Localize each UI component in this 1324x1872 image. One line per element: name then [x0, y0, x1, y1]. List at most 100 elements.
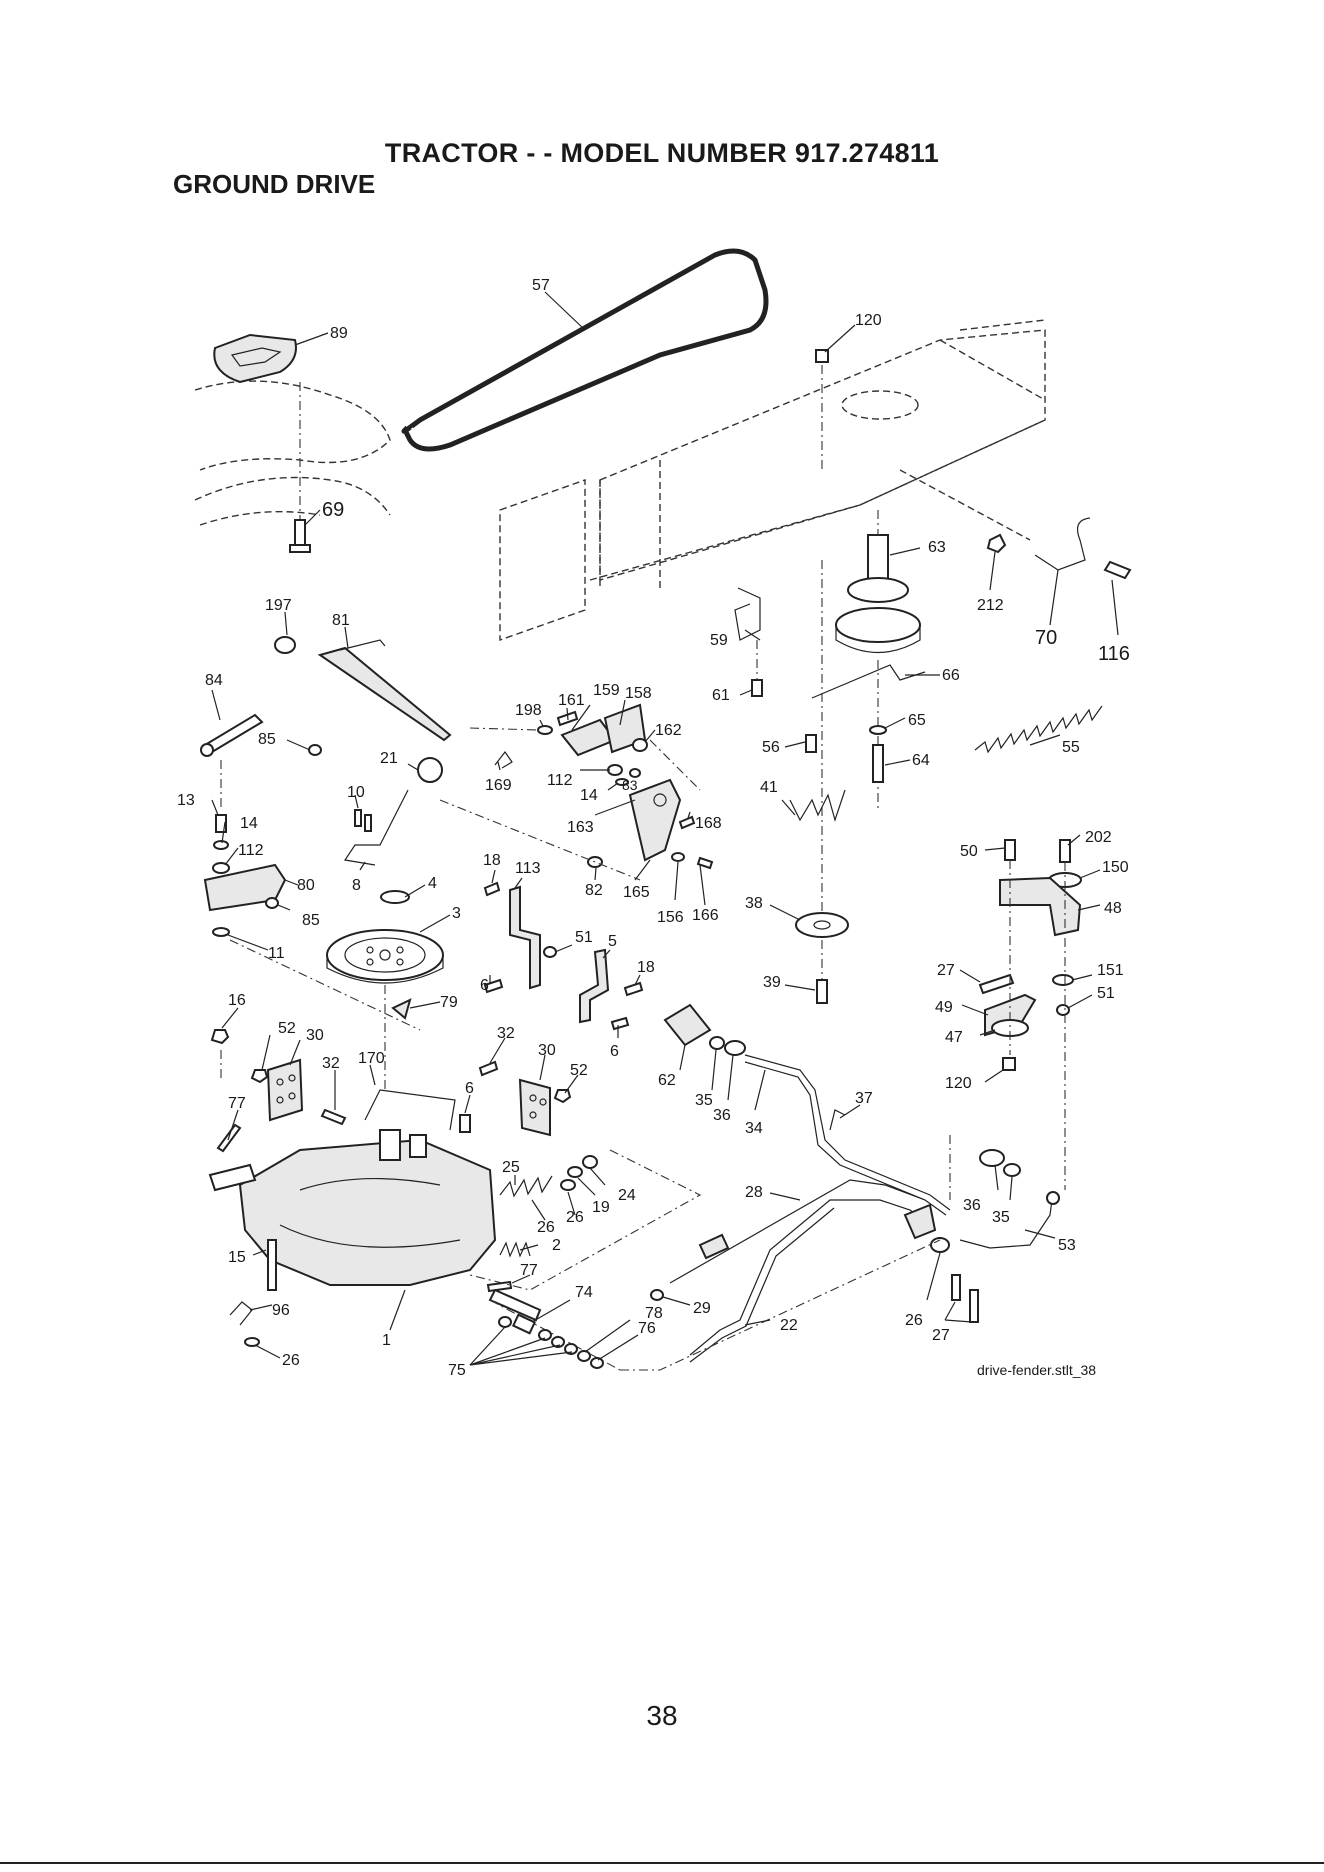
bolt-part-32-right: [478, 1060, 499, 1077]
nut-part-162: [632, 738, 648, 752]
spring-part-2: [499, 1241, 531, 1258]
rod-part-34: [744, 1054, 951, 1211]
lever-part-8: [343, 789, 409, 866]
part-label-32-right: 32: [497, 1025, 515, 1042]
part-label-77-left: 77: [228, 1095, 246, 1112]
bolt-part-116: [1103, 560, 1132, 580]
part-label-156: 156: [657, 909, 684, 926]
part-label-21: 21: [380, 750, 398, 767]
bolt-part-6-left: [483, 978, 504, 994]
part-label-65: 65: [908, 712, 926, 729]
part-label-197: 197: [265, 597, 292, 614]
part-label-74: 74: [575, 1284, 593, 1301]
nut-part-24: [582, 1155, 598, 1169]
washer-part-26-a: [560, 1179, 576, 1191]
cap-part-197: [274, 636, 296, 654]
clip-part-169: [494, 750, 513, 769]
washer-part-35-upper: [709, 1036, 725, 1050]
part-label-113: 113: [515, 860, 541, 877]
tractor-frame-outline: [499, 319, 1046, 641]
shaft-group: [489, 1299, 621, 1371]
idler-arm-group: [439, 703, 714, 881]
part-label-35-upper: 35: [695, 1092, 713, 1109]
bolt-part-27-right2: [969, 1289, 979, 1323]
bracket-part-37: [829, 1109, 846, 1131]
nut-part-85-top: [308, 744, 322, 756]
part-label-30-left: 30: [306, 1027, 324, 1044]
part-label-6-right: 6: [610, 1043, 619, 1060]
washer-part-14-center: [615, 778, 629, 786]
drawing-reference-caption: drive-fender.stlt_38: [977, 1362, 1096, 1378]
part-label-52-left: 52: [278, 1020, 296, 1037]
bottom-rule: [0, 1862, 1324, 1864]
bolt-part-27-right: [978, 973, 1015, 995]
part-number-labels: 57 120 89 69 63 212 70 116 197 81 59 66 …: [177, 277, 1130, 1379]
linkage-rods: [620, 1003, 1060, 1371]
part-label-78: 78: [645, 1305, 663, 1322]
bolt-part-56: [805, 734, 817, 753]
part-label-47: 47: [945, 1029, 963, 1046]
washer-part-14-left: [213, 840, 229, 850]
part-label-170: 170: [358, 1050, 385, 1067]
spacer-part-74: [511, 1313, 537, 1335]
part-label-169: 169: [485, 777, 512, 794]
part-label-48: 48: [1104, 900, 1122, 917]
part-label-11: 11: [268, 945, 285, 962]
screw-part-10b: [364, 814, 372, 832]
washer-part-26-bottom: [244, 1337, 260, 1347]
bolt-part-166: [696, 856, 714, 870]
part-label-75: 75: [448, 1362, 466, 1379]
bolt-part-18-right: [623, 981, 644, 997]
part-label-150: 150: [1102, 859, 1129, 876]
mount-plate-part-30-right: [518, 1078, 551, 1137]
part-label-32-left: 32: [322, 1055, 340, 1072]
arm-part-80: [203, 863, 287, 912]
shield-part-89: [213, 333, 297, 384]
nut-part-35-lower: [1003, 1163, 1021, 1177]
nut-part-16: [210, 1029, 230, 1045]
part-label-62: 62: [658, 1072, 676, 1089]
rod-part-81: [317, 646, 452, 742]
part-label-55: 55: [1062, 739, 1080, 756]
knob-part-21: [417, 757, 443, 783]
bolt-part-27-left: [951, 1274, 961, 1301]
part-label-6-left: 6: [480, 977, 489, 994]
clip-part-41: [789, 789, 846, 823]
part-label-26-right: 26: [905, 1312, 923, 1329]
bolt-part-6-right: [610, 1016, 630, 1031]
part-label-163: 163: [567, 819, 594, 836]
bolt-part-6-center: [459, 1114, 471, 1133]
part-label-70: 70: [1035, 627, 1057, 649]
washer-part-75-d: [564, 1343, 578, 1355]
part-label-112-center: 112: [547, 772, 573, 789]
part-label-116: 116: [1098, 643, 1130, 665]
part-label-22: 22: [780, 1317, 798, 1334]
part-label-69: 69: [322, 499, 344, 521]
rod-part-22: [689, 1199, 931, 1356]
part-label-13: 13: [177, 792, 195, 809]
key-part-4: [380, 890, 410, 904]
part-label-80: 80: [297, 877, 315, 894]
rod-part-53: [959, 1199, 1053, 1249]
part-label-35-lower: 35: [992, 1209, 1010, 1226]
washer-part-75-a: [498, 1316, 512, 1328]
part-label-4: 4: [428, 875, 437, 892]
section-heading: GROUND DRIVE: [173, 169, 376, 199]
rod-part-28: [669, 1179, 926, 1284]
part-label-41: 41: [760, 779, 778, 796]
part-label-15: 15: [228, 1249, 246, 1266]
part-label-8: 8: [352, 877, 361, 894]
fender-outline: [194, 333, 391, 553]
part-label-59: 59: [710, 632, 728, 649]
part-label-198: 198: [515, 702, 542, 719]
pulley-part-38: [795, 912, 849, 938]
part-label-89: 89: [330, 325, 348, 342]
rod-part-66: [811, 664, 926, 699]
spacer-part-112-center: [607, 764, 623, 776]
washer-part-75-c: [551, 1336, 565, 1348]
pin-part-77-right: [486, 1280, 513, 1293]
part-label-63: 63: [928, 539, 946, 556]
leader-lines: [211, 291, 1119, 1366]
nut-part-120-bottom: [1002, 1057, 1016, 1071]
